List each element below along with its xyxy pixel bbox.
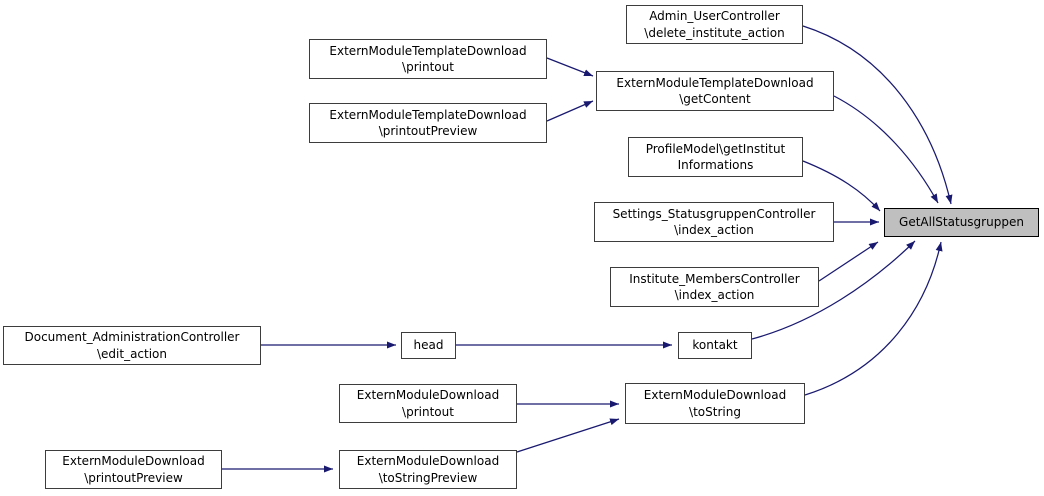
- node-emtd-printout[interactable]: ExternModuleTemplateDownload \printout: [309, 39, 547, 79]
- edge-emtd-get-content-to-get-all-statusgruppen: [833, 95, 939, 204]
- node-label: Document_AdministrationController: [24, 330, 240, 344]
- node-label: ExternModuleTemplateDownload: [616, 75, 814, 90]
- node-institute-members-index-action[interactable]: Institute_MembersController \index_action: [610, 267, 819, 307]
- edge-institute-members-index-action-to-get-all-statusgruppen: [818, 241, 879, 282]
- node-label: \printoutPreview: [378, 124, 478, 138]
- node-get-all-statusgruppen: GetAllStatusgruppen: [884, 208, 1039, 237]
- node-emd-to-string-preview[interactable]: ExternModuleDownload \toStringPreview: [339, 450, 517, 489]
- edge-emtd-printout-to-emtd-get-content: [546, 57, 594, 77]
- node-label: ProfileModel\getInstitut: [645, 141, 786, 156]
- node-label: Settings_StatusgruppenController: [612, 206, 816, 221]
- node-label: ExternModuleTemplateDownload: [329, 43, 527, 58]
- node-label: kontakt: [692, 338, 738, 353]
- node-label: ExternModuleDownload: [643, 388, 787, 402]
- node-label: \getContent: [679, 92, 751, 106]
- node-label: ExternModuleDownload: [356, 454, 500, 468]
- node-label: \toStringPreview: [378, 470, 478, 485]
- node-label: ExternModuleDownload: [62, 454, 205, 468]
- node-emtd-printout-preview[interactable]: ExternModuleTemplateDownload \printoutPre…: [309, 103, 547, 143]
- node-kontakt[interactable]: kontakt: [678, 332, 752, 359]
- node-label: \edit_action: [96, 346, 168, 361]
- node-label: ExternModuleTemplateDownload: [329, 107, 527, 122]
- node-label: ExternModuleDownload: [356, 388, 500, 402]
- edge-profile-model-get-institut-informations-to-get-all-statusgruppen: [802, 160, 881, 212]
- node-label: \delete_institute_action: [644, 25, 785, 40]
- node-admin-user-delete-institute-action[interactable]: Admin_UserController \delete_institute_ac…: [626, 5, 803, 44]
- edge-emd-to-string-preview-to-emd-to-string: [516, 418, 620, 453]
- node-emd-printout[interactable]: ExternModuleDownload \printout: [339, 384, 517, 423]
- node-label: \index_action: [674, 223, 754, 237]
- node-head[interactable]: head: [401, 332, 456, 359]
- node-label: head: [413, 338, 444, 353]
- node-label: Admin_UserController: [649, 9, 780, 23]
- node-settings-statusgruppen-index-action[interactable]: Settings_StatusgruppenController \index_a…: [594, 202, 834, 242]
- node-label: \printout: [402, 60, 454, 74]
- edge-admin-user-delete-institute-action-to-get-all-statusgruppen: [802, 25, 953, 205]
- edge-emd-to-string-to-get-all-statusgruppen: [804, 241, 943, 396]
- edge-emtd-printout-preview-to-emtd-get-content: [546, 100, 594, 122]
- node-emtd-get-content[interactable]: ExternModuleTemplateDownload \getContent: [596, 71, 834, 111]
- node-label: \index_action: [674, 288, 755, 302]
- node-label: Institute_MembersController: [629, 271, 800, 286]
- node-emd-to-string[interactable]: ExternModuleDownload \toString: [625, 383, 805, 424]
- node-label: \toString: [689, 404, 741, 419]
- node-label: \printout: [402, 404, 454, 419]
- node-emd-printout-preview[interactable]: ExternModuleDownload \printoutPreview: [45, 450, 222, 489]
- node-label: \printoutPreview: [84, 470, 183, 485]
- node-label: GetAllStatusgruppen: [899, 215, 1024, 230]
- edge-kontakt-to-get-all-statusgruppen: [751, 240, 916, 340]
- node-label: Informations: [677, 158, 754, 172]
- node-document-administration-edit-action[interactable]: Document_AdministrationController \edit_a…: [3, 326, 261, 365]
